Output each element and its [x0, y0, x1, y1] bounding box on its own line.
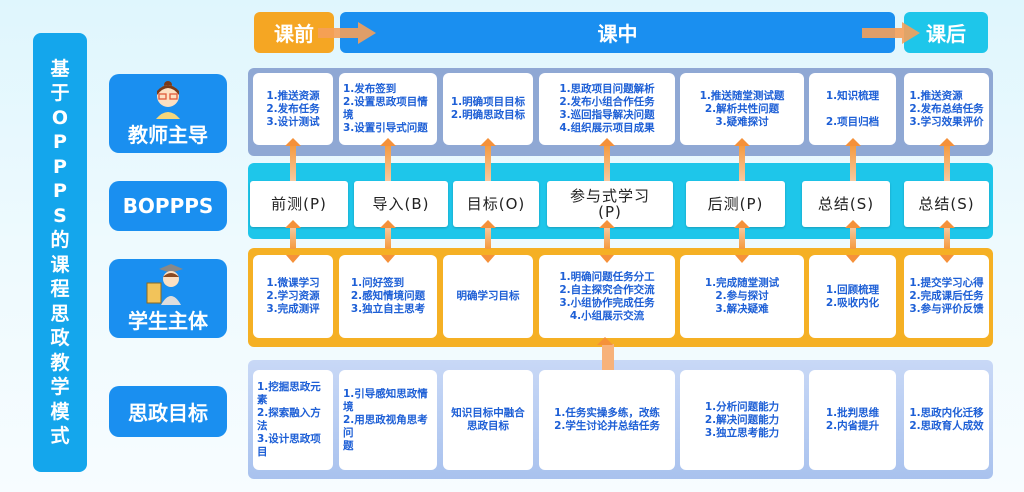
title-char: P: [53, 131, 67, 153]
teacher-step-box: 1.推送资源 2.发布任务 3.设计测试: [253, 73, 333, 145]
sizheng-goal-box: 1.引导感知思政情境 2.用思政视角思考问 题: [339, 370, 437, 470]
row-label-boppps: BOPPPS: [109, 181, 227, 231]
arrow-up-icon: [599, 138, 615, 181]
title-char: 的: [50, 229, 70, 251]
title-char: P: [53, 180, 67, 202]
arrow-down-icon: [735, 255, 749, 263]
student-step-box: 1.完成随堂测试 2.参与探讨 3.解决疑难: [680, 255, 804, 338]
title-char: 政: [50, 327, 70, 349]
title-char: 课: [50, 253, 70, 276]
student-step-box: 1.微课学习 2.学习资源 3.完成测评: [253, 255, 333, 338]
sizheng-goal-box: 1.任务实操多练，改练 2.学生讨论并总结任务: [539, 370, 675, 470]
arrow-down-icon: [480, 220, 496, 249]
arrow-up-icon: [480, 138, 496, 181]
boppps-stage-box: 目标(O): [453, 181, 539, 227]
sizheng-goal-box: 1.分析问题能力 2.解决问题能力 3.独立思考能力: [680, 370, 804, 470]
arrow-up-icon: [845, 138, 861, 181]
title-char: 教: [50, 351, 70, 374]
title-char: S: [53, 204, 67, 227]
arrow-up-icon: [734, 138, 750, 181]
title-char: 于: [50, 82, 70, 104]
boppps-stage-box: 总结(S): [904, 181, 989, 227]
phase-during: 课中: [340, 12, 895, 53]
arrow-up-icon: [380, 138, 396, 181]
teacher-step-box: 1.推送资源 2.发布总结任务 3.学习效果评价: [904, 73, 989, 145]
row-label-teacher: 教师主导: [109, 74, 227, 153]
student-avatar-icon: [146, 264, 183, 305]
student-step-box: 1.明确问题任务分工 2.自主探究合作交流 3.小组协作完成任务 4.小组展示交…: [539, 255, 675, 338]
arrow-right-icon: [318, 22, 376, 44]
arrow-up-icon: [597, 337, 614, 370]
arrow-down-icon: [380, 220, 396, 249]
phase-after: 课后: [904, 12, 988, 53]
boppps-stage-box: 后测(P): [686, 181, 785, 227]
student-step-box: 1.回顾梳理 2.吸收内化: [809, 255, 896, 338]
boppps-stage-box: 参与式学习 (P): [547, 181, 673, 227]
arrow-down-icon: [285, 220, 301, 249]
arrow-up-icon: [285, 138, 301, 181]
teacher-step-box: 1.知识梳理 2.项目归档: [809, 73, 896, 145]
row-label-student: 学生主体: [109, 259, 227, 338]
arrow-down-icon: [939, 220, 955, 249]
arrow-down-icon: [734, 220, 750, 249]
arrow-down-icon: [846, 255, 860, 263]
sizheng-goal-box: 1.挖掘思政元素 2.探索融入方法 3.设计思政项目: [253, 370, 333, 470]
arrow-down-icon: [940, 255, 954, 263]
row-label-student-text: 学生主体: [128, 309, 208, 333]
student-step-box: 1.问好签到 2.感知情境问题 3.独立自主思考: [339, 255, 437, 338]
title-char: 基: [50, 57, 70, 80]
sizheng-goal-box: 1.批判思维 2.内省提升: [809, 370, 896, 470]
boppps-stage-box: 导入(B): [354, 181, 448, 227]
title-char: O: [51, 106, 69, 129]
title-char: 学: [50, 376, 70, 398]
sizheng-goal-box: 1.思政内化迁移 2.思政育人成效: [904, 370, 989, 470]
teacher-avatar-icon: [156, 81, 180, 119]
title-char: 式: [50, 425, 70, 447]
row-label-sizheng: 思政目标: [109, 386, 227, 437]
row-label-teacher-text: 教师主导: [128, 123, 208, 147]
teacher-step-box: 1.明确项目目标 2.明确思政目标: [443, 73, 533, 145]
arrow-down-icon: [600, 255, 614, 263]
teacher-step-box: 1.思政项目问题解析 2.发布小组合作任务 3.巡回指导解决问题 4.组织展示项…: [539, 73, 675, 145]
arrow-up-icon: [939, 138, 955, 181]
arrow-right-icon: [862, 22, 920, 44]
arrow-down-icon: [381, 255, 395, 263]
boppps-stage-box: 总结(S): [802, 181, 890, 227]
arrow-down-icon: [481, 255, 495, 263]
teacher-step-box: 1.发布签到 2.设置思政项目情境 3.设置引导式问题: [339, 73, 437, 145]
title-char: 模: [50, 400, 70, 423]
student-step-box: 明确学习目标: [443, 255, 533, 338]
arrow-down-icon: [845, 220, 861, 249]
boppps-stage-box: 前测(P): [250, 181, 348, 227]
arrow-down-icon: [286, 255, 300, 263]
teacher-step-box: 1.推送随堂测试题 2.解析共性问题 3.疑难探讨: [680, 73, 804, 145]
title-char: 思: [50, 302, 70, 325]
sizheng-goal-box: 知识目标中融合 思政目标: [443, 370, 533, 470]
title-char: P: [53, 155, 67, 178]
student-step-box: 1.提交学习心得 2.完成课后任务 3.参与评价反馈: [904, 255, 989, 338]
title-char: 程: [50, 278, 70, 300]
arrow-down-icon: [599, 220, 615, 249]
